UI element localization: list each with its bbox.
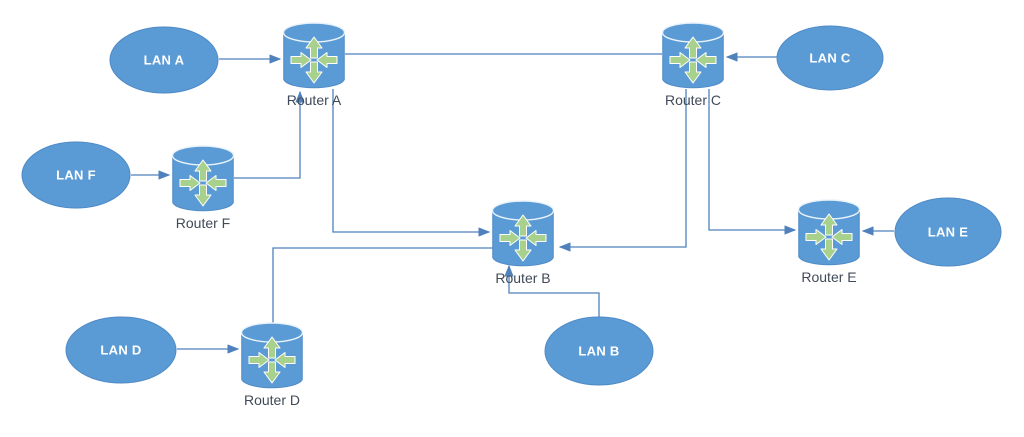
router-icon-arrow-right bbox=[274, 352, 296, 368]
lan-ellipse bbox=[894, 197, 1002, 267]
connector-router-c--router-e[interactable] bbox=[708, 89, 797, 235]
router-icon-arrow-up bbox=[820, 213, 838, 236]
router-icon-arrow-up bbox=[263, 336, 281, 359]
lan-e[interactable]: LAN E bbox=[894, 197, 1002, 267]
router-icon-arrow-right bbox=[525, 230, 547, 246]
lan-label: LAN C bbox=[809, 51, 851, 66]
lan-label: LAN F bbox=[56, 168, 96, 183]
lan-c[interactable]: LAN C bbox=[776, 25, 884, 91]
connector-lan-b--router-b[interactable] bbox=[504, 264, 600, 318]
connector-router-f--router-a[interactable] bbox=[234, 90, 305, 179]
router-icon-arrow-down bbox=[194, 184, 212, 207]
lan-a[interactable]: LAN A bbox=[109, 26, 219, 94]
router-icon-arrow-right bbox=[695, 52, 717, 68]
lan-ellipse bbox=[776, 25, 884, 91]
router-icon-arrow-left bbox=[290, 52, 312, 68]
router-icon-arrow-right bbox=[831, 229, 853, 245]
router-icon-arrow-up bbox=[514, 214, 532, 237]
connector-router-a--router-b[interactable] bbox=[332, 89, 491, 237]
lan-label: LAN B bbox=[578, 344, 619, 359]
router-icon-arrow-up bbox=[194, 159, 212, 182]
lan-label: LAN E bbox=[928, 225, 969, 240]
router-icon-arrow-down bbox=[263, 361, 281, 384]
router-label: Router C bbox=[665, 92, 721, 108]
router-icon-arrow-down bbox=[305, 61, 323, 84]
router-d[interactable]: Router D bbox=[240, 322, 304, 408]
router-f[interactable]: Router F bbox=[171, 145, 235, 231]
router-icon-arrow-down bbox=[684, 61, 702, 84]
router-label: Router D bbox=[244, 392, 300, 408]
connector-router-d--router-b[interactable] bbox=[272, 247, 494, 323]
lan-d[interactable]: LAN D bbox=[65, 316, 177, 384]
router-label: Router B bbox=[495, 270, 550, 286]
router-e[interactable]: Router E bbox=[797, 199, 861, 285]
lan-ellipse bbox=[109, 26, 219, 94]
router-icon-arrow-left bbox=[179, 175, 201, 191]
router-icon-arrow-left bbox=[499, 230, 521, 246]
router-icon-arrow-up bbox=[305, 36, 323, 59]
lan-ellipse bbox=[544, 316, 654, 386]
router-icon-arrow-right bbox=[316, 52, 338, 68]
router-icon-arrow-left bbox=[248, 352, 270, 368]
router-icon-arrow-down bbox=[820, 238, 838, 261]
router-label: Router E bbox=[801, 269, 856, 285]
lan-label: LAN D bbox=[100, 343, 141, 358]
router-icon-arrow-left bbox=[805, 229, 827, 245]
lan-f[interactable]: LAN F bbox=[21, 141, 131, 209]
router-a[interactable]: Router A bbox=[282, 22, 346, 108]
router-icon-arrow-right bbox=[205, 175, 227, 191]
lan-ellipse bbox=[65, 316, 177, 384]
router-b[interactable]: Router B bbox=[491, 200, 555, 286]
router-c[interactable]: Router C bbox=[661, 22, 725, 108]
router-icon-arrow-up bbox=[684, 36, 702, 59]
connector-router-c--router-b[interactable] bbox=[558, 89, 687, 252]
router-icon-arrow-down bbox=[514, 239, 532, 262]
lan-b[interactable]: LAN B bbox=[544, 316, 654, 386]
router-label: Router A bbox=[287, 92, 342, 108]
lan-label: LAN A bbox=[144, 53, 185, 68]
router-icon-arrow-left bbox=[669, 52, 691, 68]
router-label: Router F bbox=[176, 215, 230, 231]
lan-ellipse bbox=[21, 141, 131, 209]
